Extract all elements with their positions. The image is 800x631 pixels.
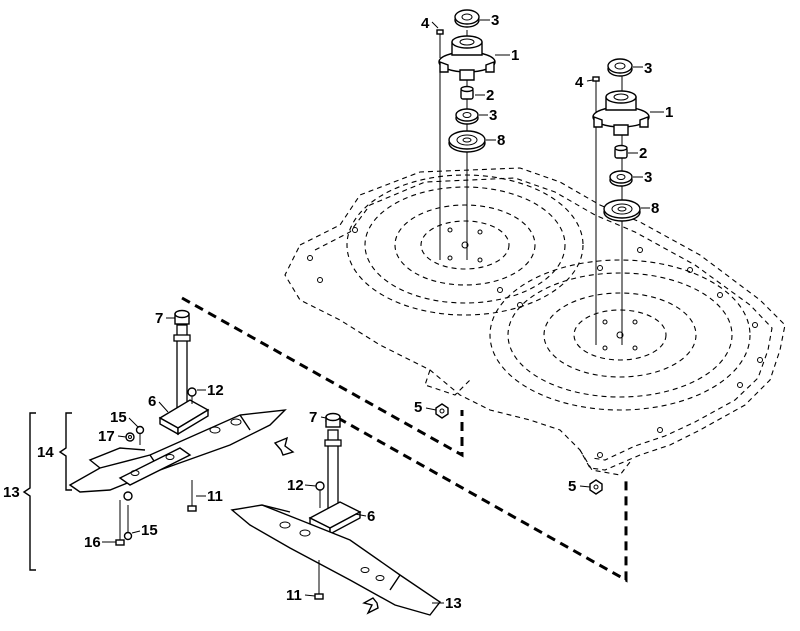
- leader-lines: [102, 19, 664, 604]
- blade-left: [68, 409, 287, 493]
- callout-7-left: 7: [155, 310, 163, 327]
- callout-7-right: 7: [309, 409, 317, 426]
- callout-13-right: 13: [445, 595, 462, 612]
- callout-11-right: 11: [286, 587, 302, 604]
- blade-shaft-left: [158, 309, 210, 436]
- callout-6-left: 6: [148, 393, 156, 410]
- callout-14: 14: [37, 444, 54, 461]
- callout-3-lower-right: 3: [644, 169, 652, 186]
- bearing-lower-left: [455, 108, 479, 125]
- assembly-relation-lines: [181, 296, 628, 583]
- seal-right: [603, 199, 641, 222]
- callout-5-right: 5: [568, 478, 576, 495]
- callout-3-top-left: 3: [491, 12, 499, 29]
- callout-11-left: 11: [207, 488, 223, 505]
- callout-1-left: 1: [511, 47, 519, 64]
- callout-1-right: 1: [665, 104, 673, 121]
- callout-3-top-right: 3: [644, 60, 652, 77]
- callout-4-right: 4: [575, 74, 584, 91]
- spindle-housing-left: [438, 35, 496, 81]
- rotation-arrow-right-icon: [362, 597, 379, 615]
- blade-shaft-right: [308, 412, 362, 536]
- assembly-bracket-14: [58, 412, 72, 491]
- callout-2-left: 2: [486, 87, 494, 104]
- callout-13-left: 13: [3, 484, 20, 501]
- callout-5-left: 5: [414, 399, 422, 416]
- bushing-left: [460, 85, 474, 100]
- spindle-assembly-left: [436, 9, 496, 260]
- mower-deck-outline: [284, 167, 786, 476]
- callout-16: 16: [84, 534, 101, 551]
- spindle-housing-right: [592, 90, 650, 136]
- bolt-right: [592, 76, 600, 112]
- callout-15-lower: 15: [141, 522, 158, 539]
- bearing-lower-right: [609, 170, 633, 187]
- callout-12-right: 12: [287, 477, 304, 494]
- bushing-right: [614, 144, 628, 159]
- nut-right: [589, 479, 603, 495]
- bolt-left: [436, 29, 444, 58]
- spindle-assembly-right: [592, 58, 650, 345]
- callout-2-right: 2: [639, 145, 647, 162]
- seal-left: [448, 130, 486, 153]
- bearing-top-right: [607, 58, 633, 77]
- callout-labels: 3 4 1 2 3 8 3 4 1 2 3 8 7 6 12 15 17 14 …: [3, 12, 673, 612]
- callout-8-right: 8: [651, 200, 659, 217]
- callout-15-upper: 15: [110, 409, 127, 426]
- assembly-bracket-13: [22, 412, 36, 571]
- callout-8-left: 8: [497, 132, 505, 149]
- bearing-top-left: [454, 9, 480, 28]
- callout-12-left: 12: [207, 382, 224, 399]
- nut-left: [435, 403, 449, 419]
- rotation-arrow-left-icon: [273, 436, 295, 456]
- callout-6-right: 6: [367, 508, 375, 525]
- blade-right: [230, 504, 442, 616]
- callout-3-lower-left: 3: [489, 107, 497, 124]
- callout-4-left: 4: [421, 15, 430, 32]
- callout-17: 17: [98, 428, 115, 445]
